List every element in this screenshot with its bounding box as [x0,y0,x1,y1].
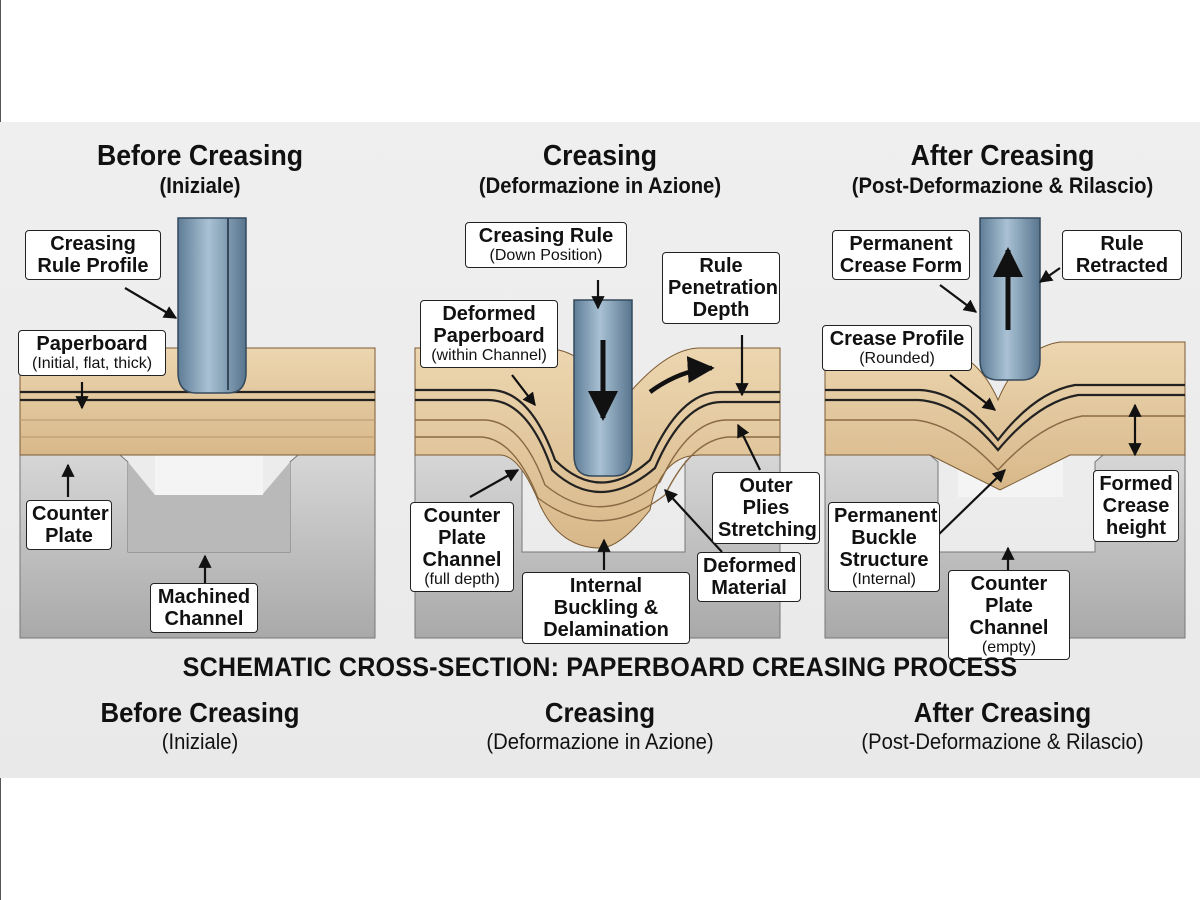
label-internal-buckling: Internal Buckling & Delamination [522,572,690,644]
left-edge-line [0,0,1,122]
label-rule-penetration-depth: Rule Penetration Depth [662,252,780,324]
left-edge-line-bottom [0,778,1,900]
machined-channel-1 [128,462,290,552]
label-machined-channel: Machined Channel [150,583,258,633]
footer-title-2: Creasing (Deformazione in Azione) [486,697,714,755]
creasing-rule-1 [177,217,247,394]
footer-title-3: After Creasing (Post-Deformazione & Rila… [861,697,1144,755]
label-counter-plate-channel-full: Counter Plate Channel (full depth) [410,502,514,592]
label-formed-crease-height: Formed Crease height [1093,470,1179,542]
panel-1-drawing [19,217,376,639]
footer-title-1: Before Creasing (Iniziale) [100,697,300,755]
label-counter-plate: Counter Plate [26,500,112,550]
label-permanent-crease-form: Permanent Crease Form [832,230,970,280]
panel-2-title: Creasing (Deformazione in Azione) [478,140,722,199]
diagram-main-title: SCHEMATIC CROSS-SECTION: PAPERBOARD CREA… [182,652,1018,682]
paperboard-3 [824,341,1186,491]
bottom-margin [0,778,1200,900]
label-creasing-rule-profile: Creasing Rule Profile [25,230,161,280]
label-paperboard: Paperboard (Initial, flat, thick) [18,330,166,376]
panel-3-title: After Creasing (Post-Deformazione & Rila… [851,140,1154,199]
label-rule-retracted: Rule Retracted [1062,230,1182,280]
label-creasing-rule: Creasing Rule (Down Position) [465,222,627,268]
label-counter-plate-channel-empty: Counter Plate Channel (empty) [948,570,1070,660]
channel-void-1 [155,455,263,495]
label-crease-profile: Crease Profile (Rounded) [822,325,972,371]
label-permanent-buckle-structure: Permanent Buckle Structure (Internal) [828,502,940,592]
top-margin [0,0,1200,122]
label-deformed-material: Deformed Material [697,552,801,602]
panel-2-drawing [414,280,781,639]
label-deformed-paperboard: Deformed Paperboard (within Channel) [420,300,558,368]
panel-1-title: Before Creasing (Iniziale) [96,140,304,199]
label-outer-plies-stretching: Outer Plies Stretching [712,472,820,544]
